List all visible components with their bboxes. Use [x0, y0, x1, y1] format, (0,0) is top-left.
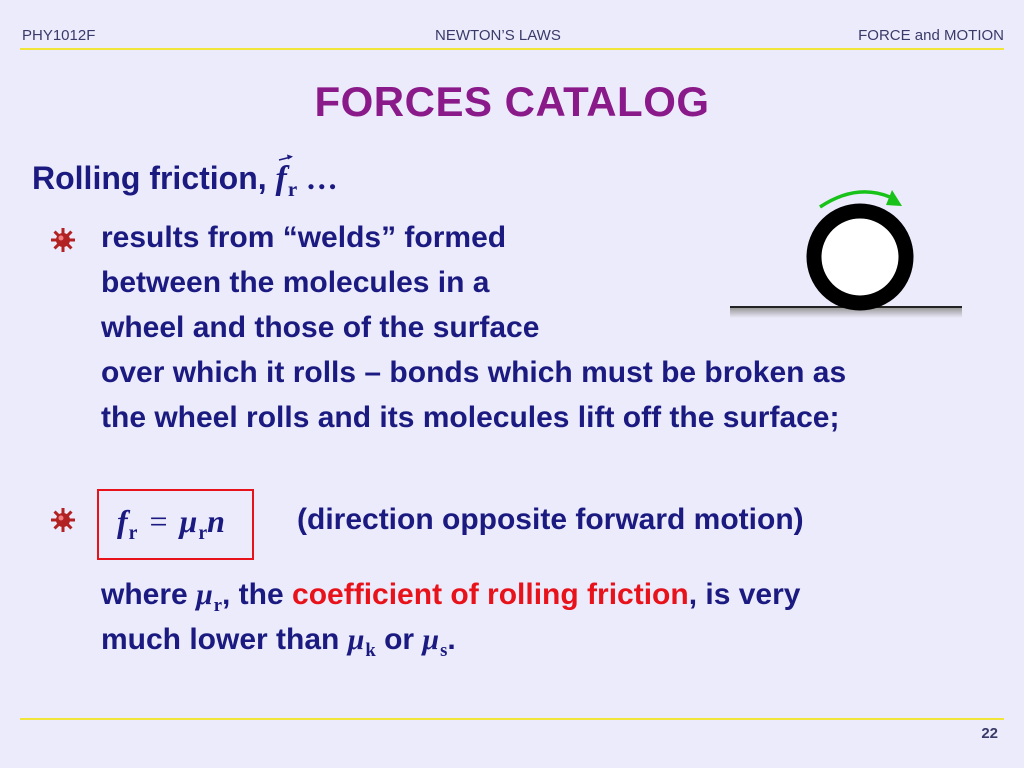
- direction-note: (direction opposite forward motion): [297, 503, 804, 536]
- ground-surface: [730, 308, 962, 318]
- equation-box: fr = μrn: [97, 489, 254, 560]
- bullet1-line-4: over which it rolls – bonds which must b…: [101, 356, 847, 389]
- rolling-friction-equation: fr = μrn: [117, 503, 225, 544]
- page-number: 22: [981, 725, 998, 742]
- bullet1-line-3: wheel and those of the surface: [101, 311, 540, 344]
- slide-title: FORCES CATALOG: [314, 78, 710, 125]
- red-starburst-bullet-icon: [51, 228, 75, 252]
- heading-ellipsis: …: [305, 160, 338, 196]
- header-right: FORCE and MOTION: [858, 27, 1004, 44]
- wheel-illustration: [730, 190, 962, 318]
- header-divider: [20, 48, 1004, 50]
- header-center: NEWTON’S LAWS: [435, 27, 561, 44]
- red-starburst-bullet-icon: [51, 508, 75, 532]
- mu-r-symbol: μr: [196, 578, 223, 616]
- where-line-2: much lower than μk or μs.: [101, 623, 456, 661]
- mu-s-symbol: μs: [422, 623, 448, 661]
- wheel-tire: [806, 203, 914, 311]
- where-line-1: where μr, the coefficient of rolling fri…: [101, 578, 801, 616]
- bullet1-line-5: the wheel rolls and its molecules lift o…: [101, 401, 840, 434]
- footer-divider: [20, 718, 1004, 720]
- coefficient-highlight: coefficient of rolling friction: [292, 578, 689, 611]
- vector-arrow-icon: [278, 154, 293, 161]
- bullet1-line-1: results from “welds” formed: [101, 221, 507, 254]
- curved-arrow-icon: [819, 190, 891, 209]
- header-left: PHY1012F: [22, 27, 96, 44]
- bullet1-line-2: between the molecules in a: [101, 266, 490, 299]
- friction-vector-symbol: fr: [276, 154, 306, 201]
- mu-k-symbol: μk: [347, 623, 376, 661]
- heading-text: Rolling friction,: [32, 160, 267, 196]
- curved-arrow-head: [886, 190, 902, 206]
- section-heading: Rolling friction, fr …: [32, 154, 338, 201]
